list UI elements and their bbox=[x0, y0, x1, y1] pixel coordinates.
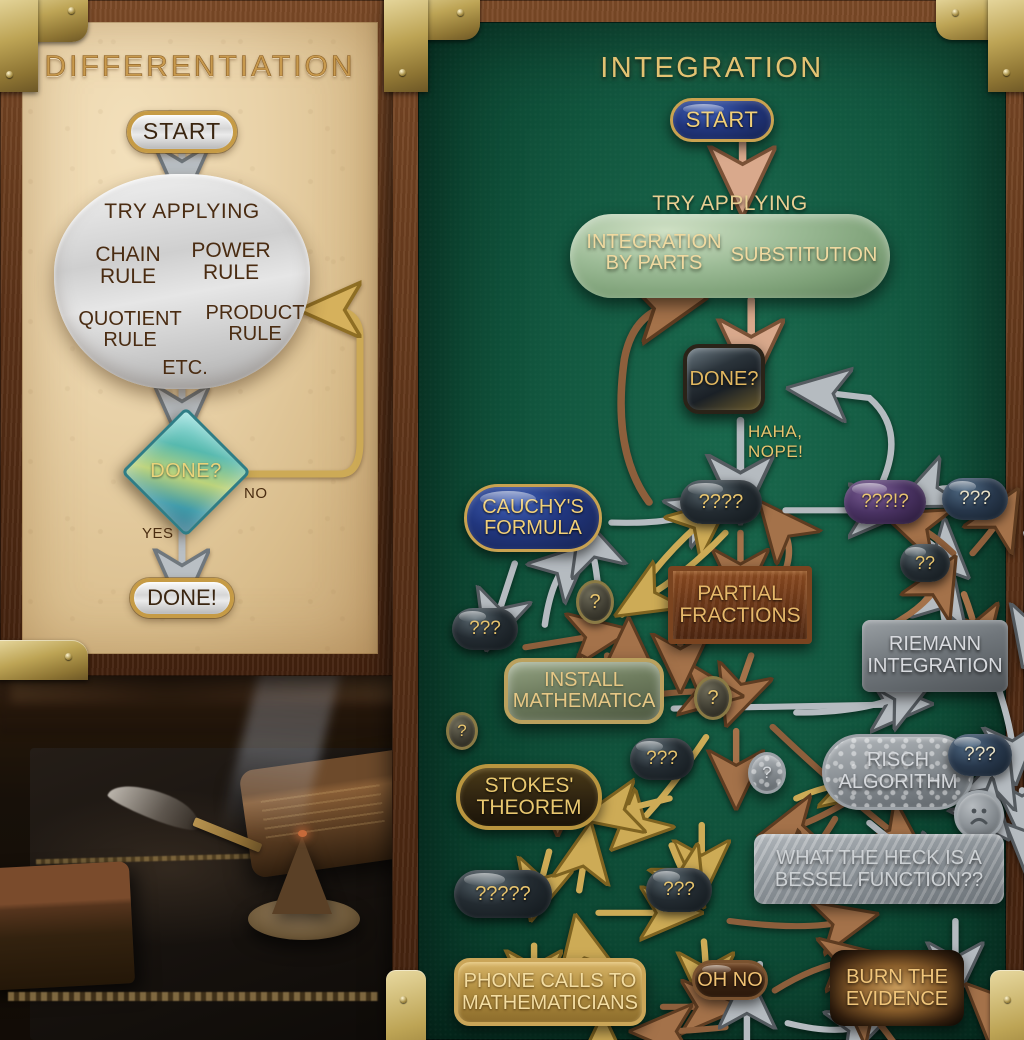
label-try-applying-int: TRY APPLYING bbox=[652, 192, 808, 215]
label-quotient-rule: QUOTIENT RULE bbox=[78, 308, 182, 351]
node-int-start: START bbox=[670, 98, 774, 142]
brass-screw bbox=[457, 9, 464, 16]
node-try-applying-methods bbox=[570, 214, 890, 298]
node-oh-no: OH NO bbox=[692, 960, 768, 1000]
brass-screw bbox=[1004, 996, 1011, 1003]
edge-label-yes: YES bbox=[142, 525, 174, 542]
brass-corner-bottom-left bbox=[0, 640, 88, 680]
node-question-small-c: ? bbox=[446, 712, 478, 750]
brass-screw bbox=[400, 996, 407, 1003]
node-risch-algorithm: RISCH ALGORITHM bbox=[822, 734, 974, 810]
brass-screw bbox=[6, 71, 13, 78]
node-done-question-int: DONE? bbox=[683, 344, 765, 414]
brass-corner-bottom-left-int bbox=[386, 970, 426, 1040]
brass-screw bbox=[68, 7, 75, 14]
label-etc: ETC. bbox=[162, 357, 208, 379]
label-try-applying: TRY APPLYING bbox=[104, 200, 260, 223]
node-phone-calls: PHONE CALLS TO MATHEMATICIANS bbox=[454, 958, 646, 1026]
node-stokes-theorem: STOKES' THEOREM bbox=[456, 764, 602, 830]
brass-corner-top-left-int-vertical bbox=[384, 0, 428, 92]
green-felt-board: INTEGRATION bbox=[418, 22, 1024, 1040]
node-q3-left: ??? bbox=[452, 608, 518, 650]
node-sad-face bbox=[954, 790, 1004, 840]
parchment-sheet: DIFFERENTIATION bbox=[22, 22, 378, 654]
node-cauchys-formula: CAUCHY'S FORMULA bbox=[464, 484, 602, 552]
page-title-integration: INTEGRATION bbox=[600, 52, 824, 84]
node-q4-main: ???? bbox=[680, 480, 762, 524]
node-question-small-a: ? bbox=[576, 580, 614, 624]
incense-cone bbox=[272, 836, 332, 914]
node-question-lace: ? bbox=[748, 752, 786, 794]
old-book-left bbox=[0, 861, 136, 991]
differentiation-panel: DIFFERENTIATION bbox=[0, 0, 400, 680]
label-substitution: SUBSTITUTION bbox=[730, 244, 878, 266]
node-burn-the-evidence: BURN THE EVIDENCE bbox=[830, 950, 964, 1026]
label-chain-rule: CHAIN RULE bbox=[95, 243, 161, 289]
label-done-question: DONE? bbox=[150, 460, 222, 482]
brass-corner-bottom-right-int bbox=[990, 970, 1024, 1040]
brass-corner-top-left-vertical bbox=[0, 0, 38, 92]
node-install-mathematica: INSTALL MATHEMATICA bbox=[504, 658, 664, 724]
node-try-applying-rules bbox=[54, 174, 310, 389]
edge-label-haha-nope: HAHA, NOPE! bbox=[748, 422, 804, 461]
node-q3-right-lower: ??? bbox=[948, 734, 1012, 776]
node-q3-mid-lower: ??? bbox=[646, 868, 712, 912]
sad-face-icon bbox=[970, 808, 988, 825]
node-riemann-integration: RIEMANN INTEGRATION bbox=[862, 620, 1008, 692]
node-q5: ????? bbox=[454, 870, 552, 918]
label-product-rule: PRODUCT RULE bbox=[205, 302, 305, 345]
node-q3i-q: ???!? bbox=[844, 480, 926, 524]
node-q3-mid-upper: ??? bbox=[630, 738, 694, 780]
label-power-rule: POWER RULE bbox=[191, 239, 271, 285]
brass-screw bbox=[1003, 69, 1010, 76]
incense-ember bbox=[298, 830, 307, 837]
node-question-small-b: ? bbox=[694, 676, 732, 720]
node-done: DONE! bbox=[130, 578, 234, 618]
label-integration-by-parts: INTEGRATION BY PARTS bbox=[586, 231, 722, 275]
integration-panel: INTEGRATION bbox=[384, 0, 1024, 1040]
brass-screw bbox=[952, 9, 959, 16]
desk-gilt-border bbox=[8, 992, 378, 1001]
node-start: START bbox=[127, 111, 237, 153]
page-title-differentiation: DIFFERENTIATION bbox=[44, 50, 356, 84]
node-q2-right: ?? bbox=[900, 544, 950, 582]
brass-corner-top-right-vertical bbox=[988, 0, 1024, 92]
desk-photo-background bbox=[0, 640, 412, 1040]
node-q3-top-right: ??? bbox=[942, 478, 1008, 520]
edge-label-no: NO bbox=[244, 485, 268, 502]
brass-screw bbox=[399, 69, 406, 76]
brass-screw bbox=[65, 653, 72, 660]
node-bessel-function: WHAT THE HECK IS A BESSEL FUNCTION?? bbox=[754, 834, 1004, 904]
node-partial-fractions: PARTIAL FRACTIONS bbox=[668, 566, 812, 644]
